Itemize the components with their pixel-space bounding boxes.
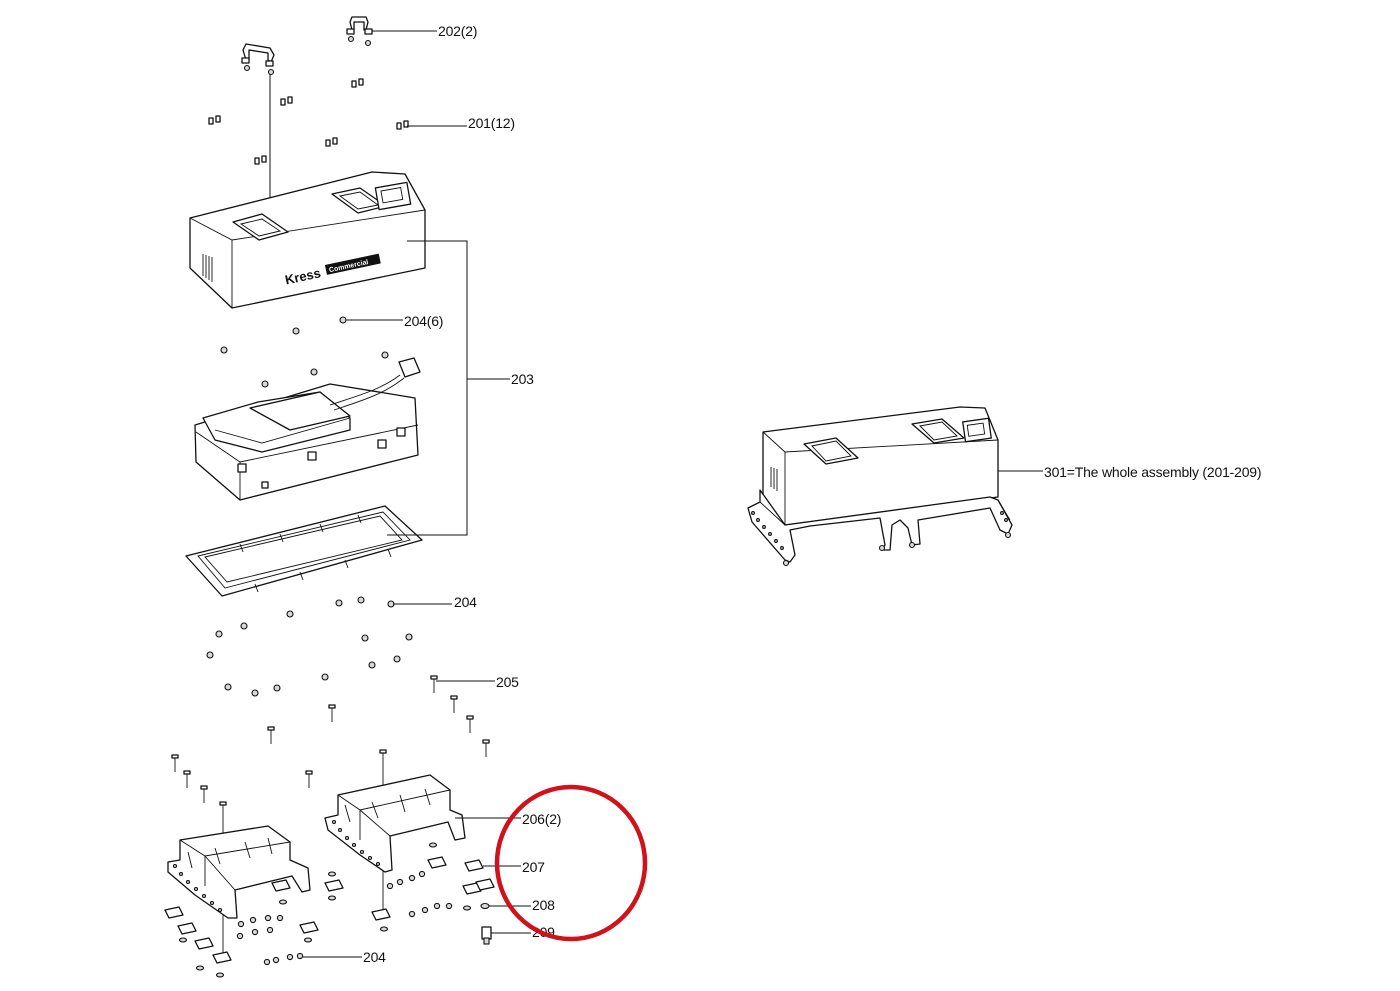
- battery-module: [194, 357, 421, 501]
- callout-207: 207: [522, 859, 545, 875]
- leader-lines: [302, 30, 1043, 958]
- handle-202-left: [241, 43, 275, 76]
- callout-201: 201(12): [468, 115, 515, 131]
- callout-204-bottom: 204: [363, 949, 386, 965]
- foot-bracket-206-left: [167, 825, 311, 919]
- connector-209: [481, 926, 492, 945]
- nuts-208: [178, 842, 490, 978]
- callout-203: 203: [511, 371, 534, 387]
- screws-204-bottom: [236, 870, 453, 966]
- highlight-circle: [494, 784, 648, 942]
- callout-206: 206(2): [522, 811, 561, 827]
- callout-301: 301=The whole assembly (201-209): [1044, 464, 1261, 480]
- callout-203-bracket: [387, 240, 468, 536]
- brand-logo-text: Kress: [284, 265, 322, 287]
- whole-assembly-301: [747, 406, 1013, 567]
- callout-208: 208: [532, 897, 555, 913]
- housing-gasket-frame: [185, 505, 423, 597]
- callout-205: 205: [496, 674, 519, 690]
- callout-204-middle: 204: [454, 594, 477, 610]
- callout-202: 202(2): [438, 23, 477, 39]
- screws-201: [208, 78, 409, 165]
- screws-204-middle: [206, 596, 413, 697]
- screws-204-six: [220, 316, 389, 388]
- foot-bracket-206-right: [324, 774, 466, 873]
- callout-204-six: 204(6): [404, 313, 443, 329]
- battery-housing-cover: Kress Commercial: [189, 171, 426, 309]
- pads-207: [164, 856, 495, 964]
- handle-202-right: [346, 16, 373, 47]
